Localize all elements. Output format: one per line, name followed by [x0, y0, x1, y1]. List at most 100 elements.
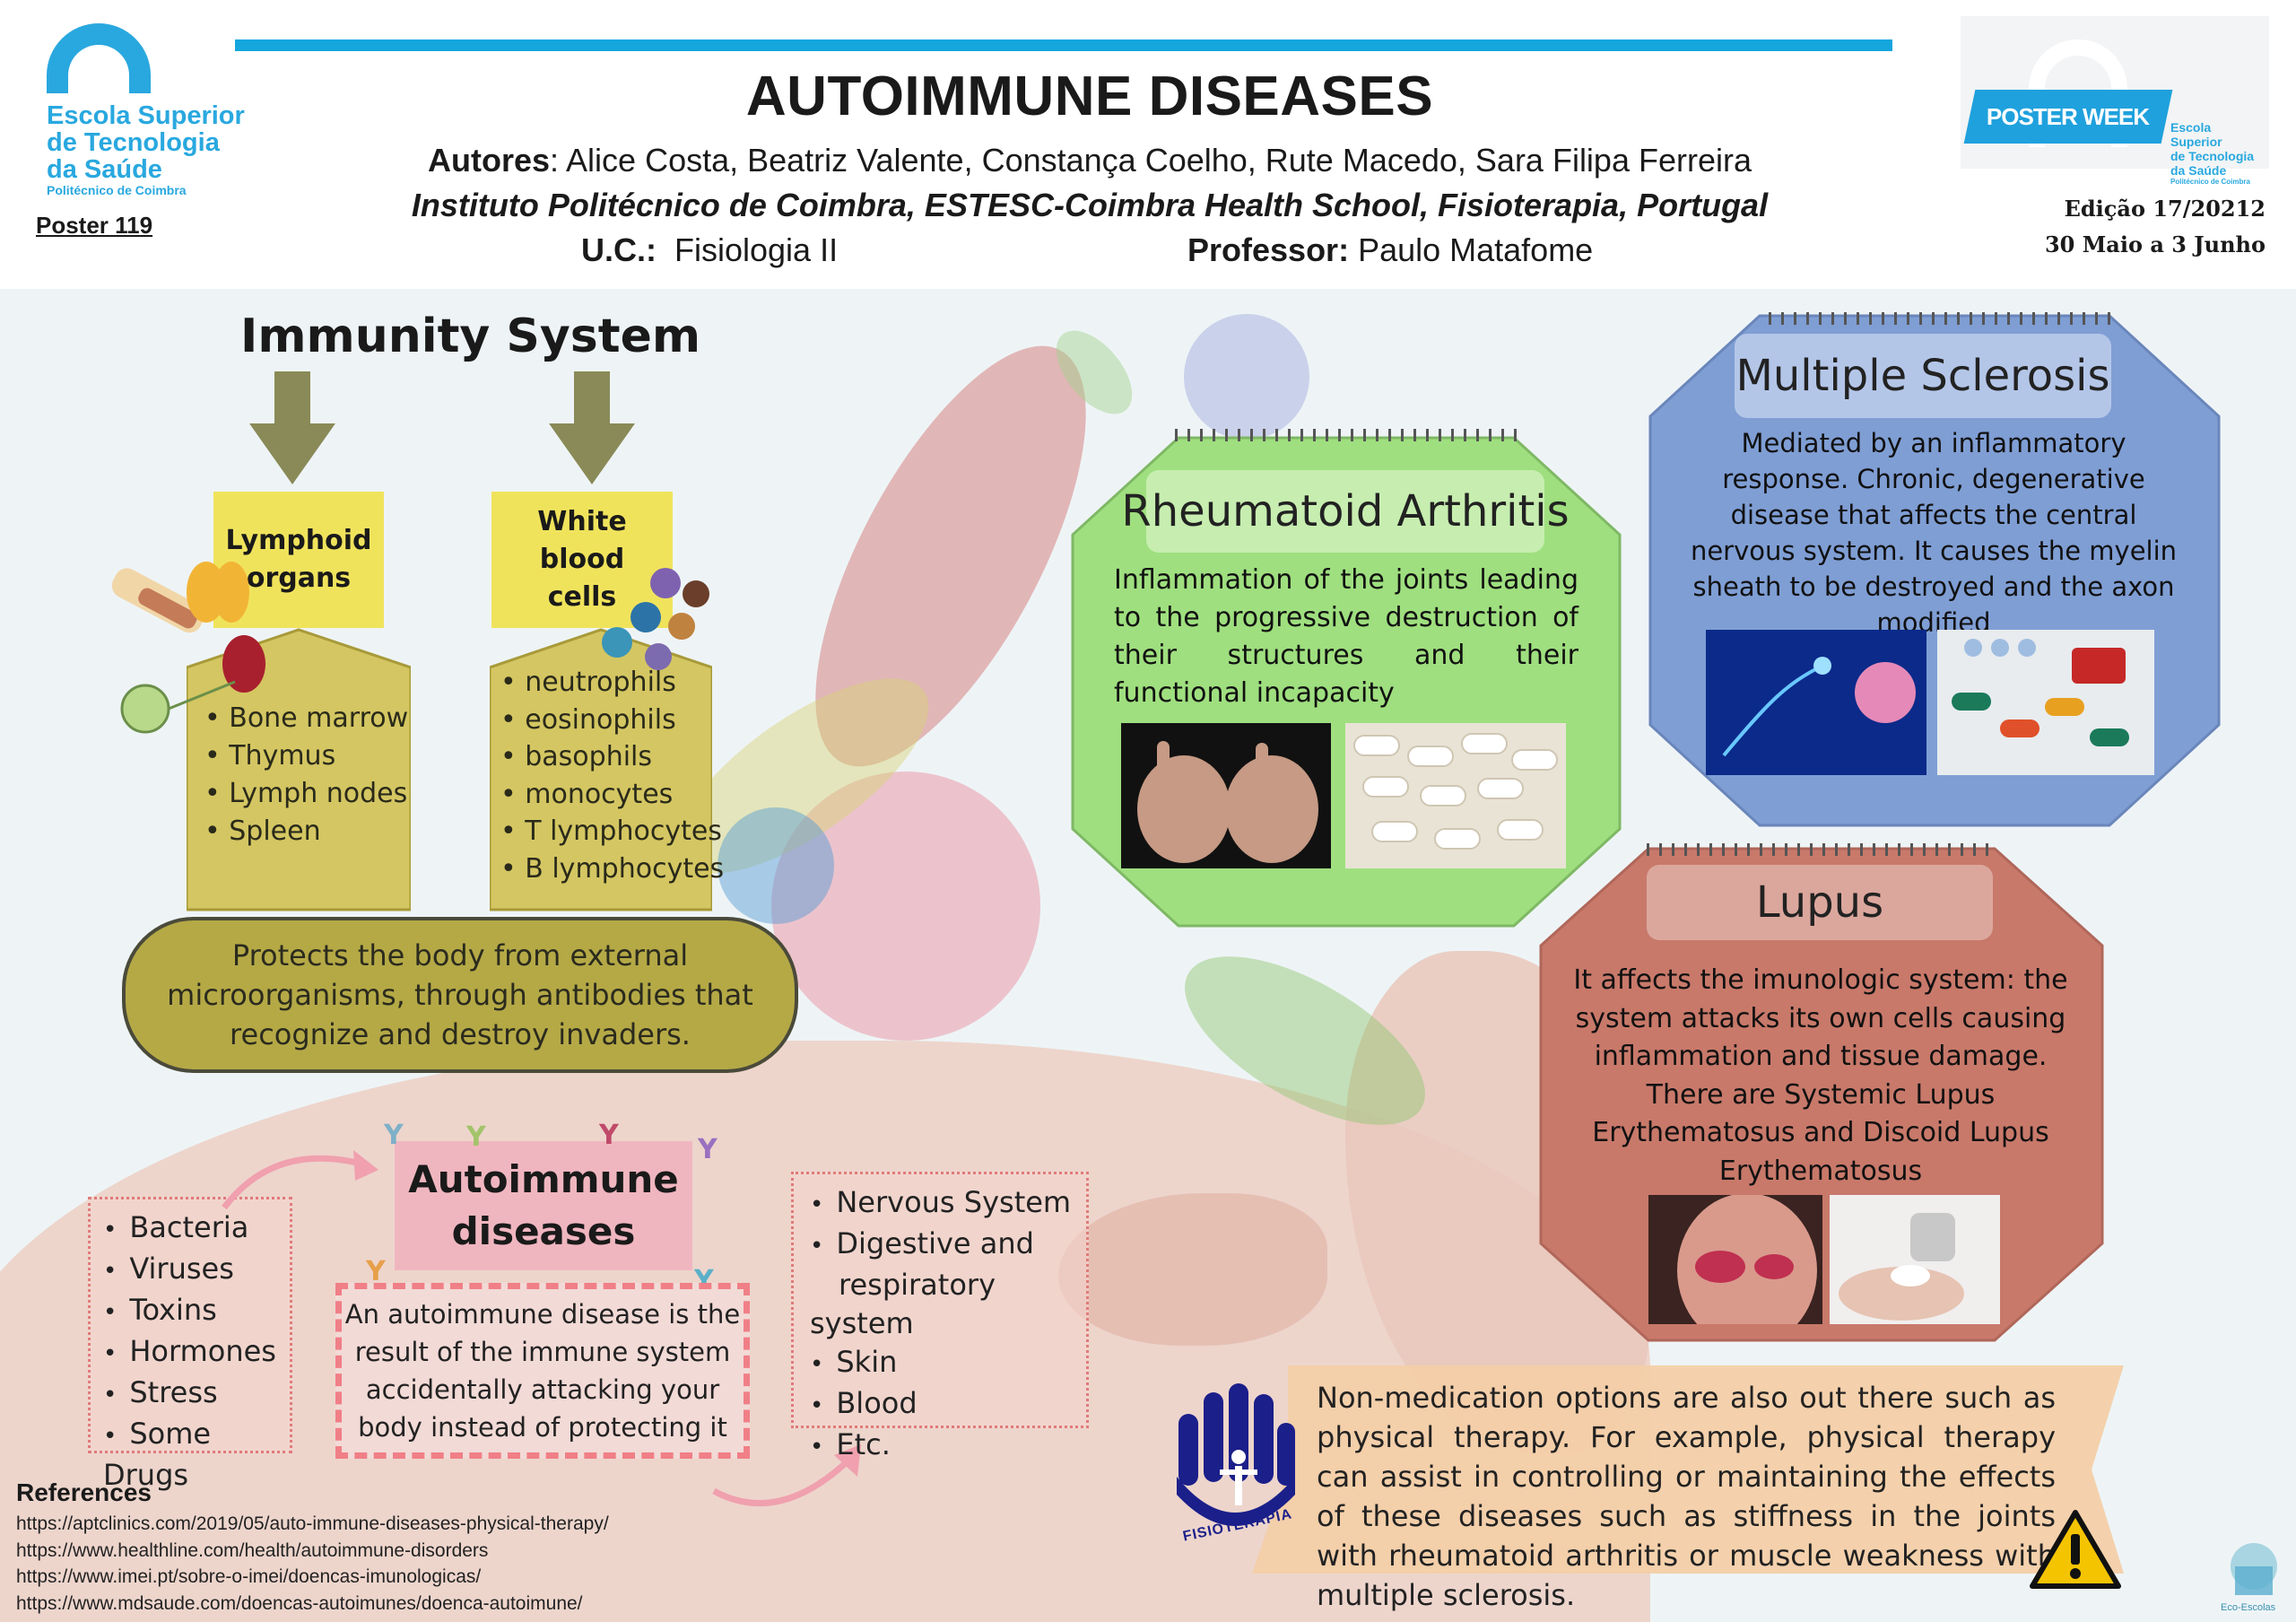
logo-line: Escola Superior [47, 101, 245, 130]
authors-label: Autores [427, 142, 551, 179]
list-item: Stress [103, 1373, 290, 1415]
references-list: https://aptclinics.com/2019/05/auto-immu… [16, 1511, 609, 1617]
professor-value: Paulo Matafome [1349, 231, 1594, 268]
poster-week-side-line: da Saúde [2170, 163, 2227, 178]
list-item: • basophils [500, 741, 653, 772]
authors-names: : Alice Costa, Beatriz Valente, Constanç… [550, 142, 1752, 179]
ms-title: Multiple Sclerosis [1735, 334, 2111, 418]
list-item: Blood [810, 1384, 1086, 1426]
lymphoid-title-line: Lymphoid [225, 525, 372, 556]
reference-link[interactable]: https://aptclinics.com/2019/05/auto-immu… [16, 1513, 609, 1534]
logo-subtitle: Politécnico de Coimbra [47, 183, 187, 197]
arrow-down-icon [249, 371, 335, 484]
lupus-face-photo [1648, 1195, 1822, 1324]
list-item: • T lymphocytes [500, 815, 722, 847]
curved-arrow-icon [222, 1150, 378, 1210]
authors-line: Autores: Alice Costa, Beatriz Valente, C… [0, 142, 2179, 179]
affected-systems-box: Nervous System Digestive andrespiratory … [791, 1172, 1089, 1461]
references-title: References [16, 1478, 152, 1506]
list-item: • Spleen [204, 815, 321, 847]
rheumatoid-text: Inflammation of the joints leading to th… [1114, 564, 1578, 709]
poster-week-side-text: Escola Superior de Tecnologia da Saúde P… [2170, 120, 2260, 187]
medication-photo [1937, 630, 2154, 775]
institute-line: Instituto Politécnico de Coimbra, ESTESC… [411, 187, 1769, 223]
warning-icon [2030, 1510, 2121, 1589]
notebook-spiral [1175, 429, 1526, 441]
reference-link[interactable]: https://www.healthline.com/health/autoim… [16, 1539, 489, 1561]
wbc-items: • neutrophils • eosinophils • basophils … [500, 664, 724, 887]
dates-label: 30 Maio a 3 Junho [2044, 231, 2266, 257]
antibody-icon: Y [366, 1256, 386, 1287]
lymphoid-title-line: organs [246, 562, 352, 594]
course-value: Fisiologia II [657, 231, 839, 268]
reference-link[interactable]: https://www.imei.pt/sobre-o-imei/doencas… [16, 1566, 482, 1587]
professor-line: Professor: Paulo Matafome [1187, 231, 1593, 269]
logo-line: de Tecnologia [47, 128, 220, 157]
antibody-icon: Y [599, 1120, 619, 1151]
organs-illustration-icon [111, 562, 265, 734]
list-item: Viruses [103, 1250, 290, 1291]
virus-purple [1184, 314, 1309, 440]
ms-text: Mediated by an inflammatory response. Ch… [1690, 428, 2178, 638]
list-item: Some Drugs [103, 1415, 290, 1495]
logo-line: da Saúde [47, 155, 162, 184]
lupus-text: It affects the imunologic system: the sy… [1573, 964, 2068, 1187]
reference-link[interactable]: https://www.mdsaude.com/doencas-autoimun… [16, 1592, 583, 1614]
list-item: • B lymphocytes [500, 852, 725, 885]
autoimmune-description: An autoimmune disease is the result of t… [335, 1283, 750, 1459]
poster-week-label: POSTER WEEK [1987, 102, 2150, 130]
edition-label: Edição 17/20212 [2064, 196, 2266, 222]
microbe-blue [718, 807, 834, 924]
list-item: Hormones [103, 1332, 290, 1373]
immunity-title: Immunity System [240, 310, 701, 363]
wbc-title-line: cells [547, 581, 617, 613]
list-item: • Thymus [204, 740, 336, 772]
notebook-spiral [1769, 312, 2120, 325]
physiotherapy-logo-icon [1177, 1383, 1295, 1526]
white-blood-cells-box: White blood cells [491, 492, 673, 628]
antibody-icon: Y [466, 1121, 486, 1153]
antibody-icon: Y [384, 1120, 404, 1151]
page-title: AUTOIMMUNE DISEASES [745, 65, 1434, 127]
poster-week-side-sub: Politécnico de Coimbra [2170, 178, 2250, 186]
blood-cells-icon [602, 568, 709, 670]
immunity-description: Protects the body from external microorg… [122, 917, 798, 1073]
causes-box: Bacteria Viruses Toxins Hormones Stress … [88, 1197, 292, 1492]
arrow-down-icon [549, 371, 635, 484]
list-item: Nervous System [810, 1183, 1086, 1225]
eco-schools-logo-icon [2231, 1543, 2277, 1595]
background-thumb [1058, 1193, 1327, 1346]
autoimmune-title-line: Autoimmune [408, 1157, 679, 1201]
virus-pink [771, 772, 1040, 1041]
poster-week-side-line: de Tecnologia [2170, 149, 2255, 163]
course-label: U.C.: [581, 231, 657, 268]
poster-week-side-line: Escola Superior [2170, 120, 2222, 149]
list-item: • Lymph nodes [204, 778, 408, 809]
lymphoid-list-shape [187, 628, 411, 911]
physiotherapy-text: Non-medication options are also out ther… [1317, 1381, 2056, 1612]
arthritis-hands-photo [1121, 723, 1331, 868]
list-item: Skin [810, 1343, 1086, 1384]
list-item: • monocytes [500, 778, 674, 810]
course-line: U.C.: Fisiologia II [581, 231, 838, 269]
wbc-list-shape [490, 628, 712, 911]
eco-schools-label: Eco-Escolas [2221, 1602, 2276, 1613]
list-item: Etc. [810, 1426, 1086, 1467]
list-item: • Bone marrow [204, 702, 409, 734]
list-item: • eosinophils [500, 703, 676, 736]
poster-week-ribbon: POSTER WEEK [1963, 90, 2173, 144]
list-item: Toxins [103, 1291, 290, 1332]
autoimmune-title-box: Autoimmune diseases [395, 1141, 692, 1270]
school-logo-text: Escola Superior de Tecnologia da Saúde P… [47, 102, 245, 197]
cream-application-photo [1830, 1195, 2000, 1324]
physio-banner [1252, 1365, 2124, 1574]
wbc-title-line: White blood [537, 506, 627, 575]
rheumatoid-title: Rheumatoid Arthritis [1121, 470, 1570, 553]
list-item: • neutrophils [500, 667, 676, 698]
brain-neuron-photo [1706, 630, 1926, 775]
professor-label: Professor: [1187, 231, 1350, 268]
lupus-title: Lupus [1647, 865, 1993, 940]
poster-number: Poster 119 [36, 212, 153, 239]
header-accent-bar [235, 39, 1892, 51]
